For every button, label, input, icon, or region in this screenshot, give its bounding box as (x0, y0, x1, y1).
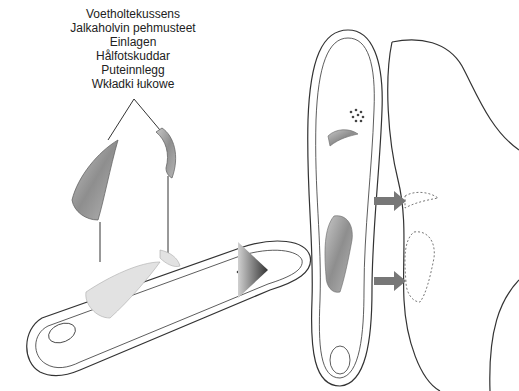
part-label: Wkładki łukowe (33, 77, 233, 91)
part-label: Einlagen (33, 35, 233, 49)
step-arrow (238, 242, 268, 298)
foot-outline (388, 40, 519, 391)
metatarsal-pad (156, 128, 176, 178)
insole-top-view (308, 30, 383, 386)
part-label: Voetholtekussens (33, 7, 233, 21)
pad-positions (405, 192, 438, 302)
placement-arrows (374, 191, 406, 291)
part-label: Puteinnlegg (33, 63, 233, 77)
part-label: Hålfotskuddar (33, 49, 233, 63)
insole-perspective (27, 241, 311, 376)
part-label: Jalkaholvin pehmusteet (33, 21, 233, 35)
vent-holes (350, 109, 365, 123)
arch-pad (72, 140, 118, 220)
leader-lines (100, 99, 168, 262)
